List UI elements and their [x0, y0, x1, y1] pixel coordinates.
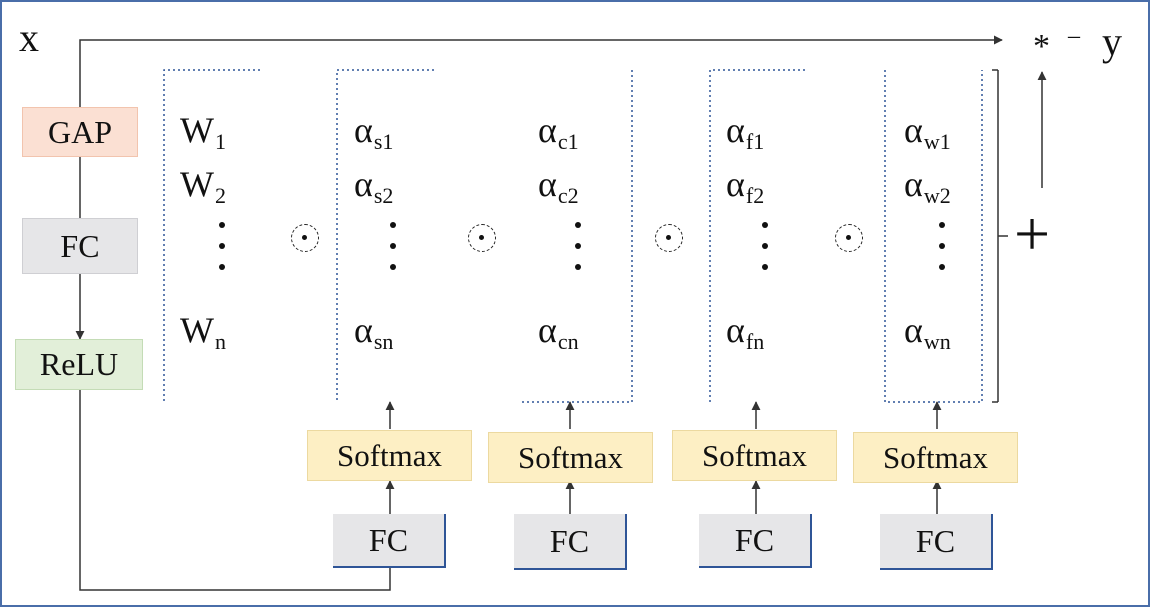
term-alpha-sn: αsn [354, 310, 394, 354]
term-alpha-cn: αcn [538, 310, 579, 354]
hadamard-product-icon-2 [468, 224, 496, 252]
dash-symbol: – [1068, 23, 1080, 49]
hadamard-product-icon-4 [835, 224, 863, 252]
term-alpha-s2: αs2 [354, 164, 394, 208]
softmax-box-c: Softmax [488, 432, 653, 483]
softmax-box-s: Softmax [307, 430, 472, 481]
bracket-s-c [336, 69, 633, 403]
bracket-w-alpha [884, 70, 983, 403]
term-alpha-w2: αw2 [904, 164, 951, 208]
vdots-w-alpha [939, 222, 945, 285]
vdots-f [762, 222, 768, 285]
sum-symbol: + [1014, 198, 1051, 269]
hadamard-product-icon-3 [655, 224, 683, 252]
term-wn: Wn [180, 310, 226, 354]
fc-box-s: FC [333, 514, 446, 568]
vdots-c [575, 222, 581, 285]
term-alpha-f1: αf1 [726, 110, 765, 154]
output-y-label: y [1102, 19, 1122, 64]
term-alpha-wn: αwn [904, 310, 951, 354]
term-w2: W2 [180, 164, 226, 208]
term-alpha-w1: αw1 [904, 110, 951, 154]
term-alpha-c1: αc1 [538, 110, 579, 154]
softmax-box-f: Softmax [672, 430, 837, 481]
term-alpha-fn: αfn [726, 310, 765, 354]
fc-box-f: FC [699, 514, 812, 568]
term-w1: W1 [180, 110, 226, 154]
vdots-w [219, 222, 225, 285]
skip-connection-line [79, 35, 1003, 114]
fc-box-c: FC [514, 514, 627, 570]
term-alpha-s1: αs1 [354, 110, 394, 154]
term-alpha-f2: αf2 [726, 164, 765, 208]
relu-box: ReLU [15, 339, 143, 390]
term-alpha-c2: αc2 [538, 164, 579, 208]
hadamard-product-icon-1 [291, 224, 319, 252]
bracket-w [163, 69, 260, 402]
fc-box-w: FC [880, 514, 993, 570]
softmax-box-w: Softmax [853, 432, 1018, 483]
relu-to-fc-line [79, 390, 391, 591]
bracket-f [709, 69, 805, 402]
input-x-label: x [19, 15, 39, 60]
fc-box-left: FC [22, 218, 138, 274]
gap-box: GAP [22, 107, 138, 157]
multiply-symbol: * [1033, 28, 1050, 65]
vdots-s [390, 222, 396, 285]
